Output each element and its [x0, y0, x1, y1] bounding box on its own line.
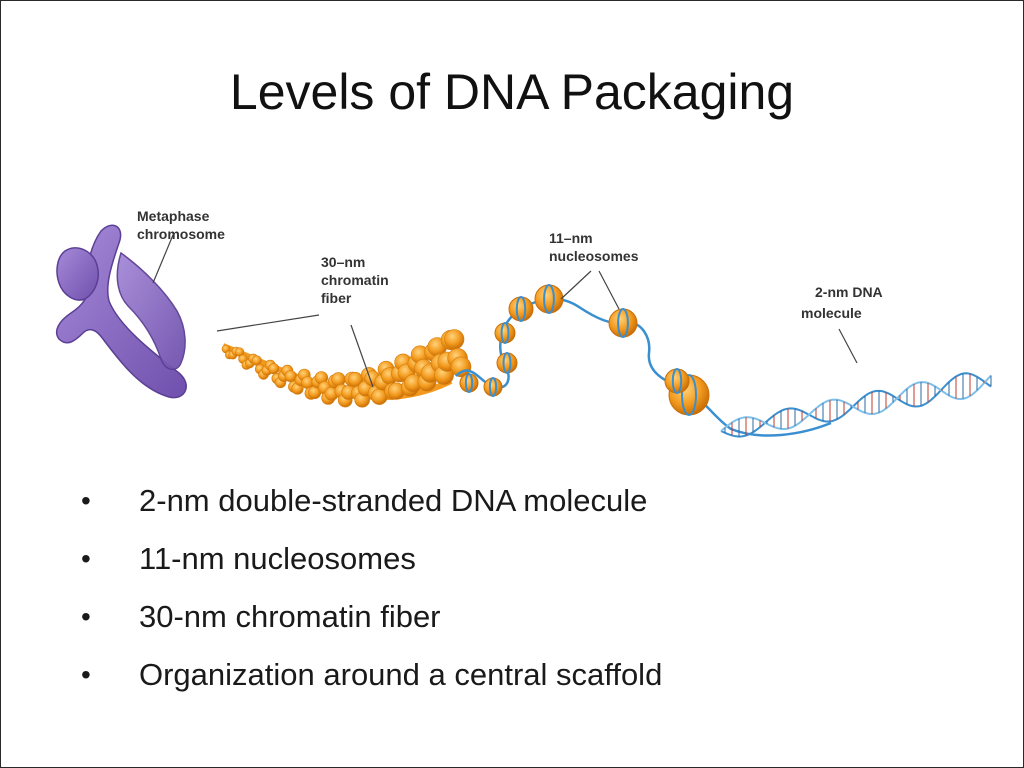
chromatin-fiber	[221, 329, 472, 408]
fiber-bead	[251, 355, 262, 366]
bullet-marker: •	[81, 601, 91, 632]
fiber-bead	[268, 363, 280, 375]
bullet-text: 11-nm nucleosomes	[139, 541, 416, 576]
bullet-list: • 2-nm double-stranded DNA molecule • 11-n…	[79, 479, 979, 711]
label-fiber-line3: fiber	[321, 290, 352, 306]
nucleosome-bead	[608, 308, 638, 338]
label-dna-line1: 2-nm DNA	[815, 284, 883, 300]
nucleosome-bead	[534, 284, 564, 314]
bullet-item: • 30-nm chromatin fiber	[79, 595, 979, 653]
nucleosome-bead	[508, 296, 534, 322]
nucleosome-bead	[494, 322, 516, 344]
dna-double-helix	[720, 372, 992, 438]
bullet-marker: •	[81, 659, 91, 690]
dna-wrap	[671, 368, 683, 394]
slide-title: Levels of DNA Packaging	[229, 64, 795, 120]
dna-wrap	[488, 377, 498, 397]
bullet-item: • 11-nm nucleosomes	[79, 537, 979, 595]
label-nucleosome-line1: 11–nm	[549, 230, 593, 246]
leader-lines	[152, 234, 858, 388]
bullet-text: 2-nm double-stranded DNA molecule	[139, 483, 648, 518]
nucleosome-bead	[483, 377, 503, 397]
bullet-item: • 2-nm double-stranded DNA molecule	[79, 479, 979, 537]
dna-wrap	[617, 308, 629, 338]
label-fiber-line1: 30–nm	[321, 254, 365, 270]
nucleosome-bead	[664, 368, 690, 394]
label-nucleosome-line2: nucleosomes	[549, 248, 639, 264]
dna-packaging-diagram: Metaphase chromosome 30–nm chromatin fib…	[55, 208, 992, 438]
nucleosome-bead	[459, 373, 479, 393]
label-metaphase-line2: chromosome	[137, 226, 225, 242]
dna-wrap	[502, 352, 512, 374]
label-metaphase-line1: Metaphase	[137, 208, 210, 224]
label-fiber-line2: chromatin	[321, 272, 389, 288]
metaphase-chromosome	[55, 224, 187, 399]
fiber-bead	[444, 329, 465, 350]
bullet-item: • Organization around a central scaffold	[79, 653, 979, 711]
bullet-marker: •	[81, 485, 91, 516]
dna-wrap	[500, 322, 510, 344]
dna-wrap	[515, 296, 527, 322]
dna-wrap	[681, 374, 697, 416]
bullet-text: Organization around a central scaffold	[139, 657, 663, 692]
label-dna-line2: molecule	[801, 305, 862, 321]
nucleosome-bead	[496, 352, 518, 374]
dna-wrap	[543, 284, 555, 314]
fiber-bead	[284, 370, 297, 383]
dna-wrap	[464, 373, 474, 393]
bullet-text: 30-nm chromatin fiber	[139, 599, 441, 634]
bullet-marker: •	[81, 543, 91, 574]
nucleosomes	[455, 284, 832, 437]
